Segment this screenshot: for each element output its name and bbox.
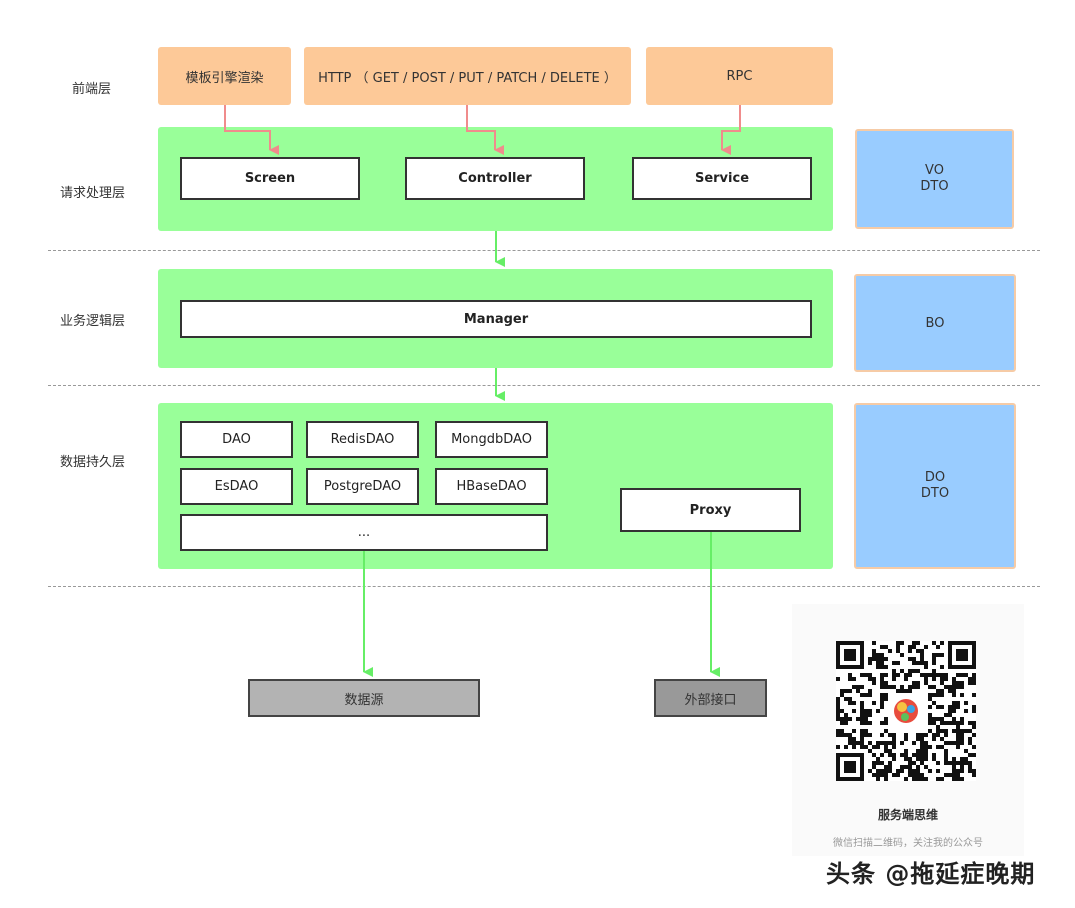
qr-title: 服务端思维 xyxy=(877,808,938,822)
more-dao-box: ... xyxy=(180,514,548,551)
do-dto-box: DO DTO xyxy=(854,403,1016,569)
hbase-dao-box: HBaseDAO xyxy=(435,468,548,505)
layer-label-business: 业务逻辑层 xyxy=(60,314,126,329)
dto-label-2: DTO xyxy=(920,486,950,501)
arrow-http-to-controller xyxy=(466,105,504,155)
divider-2 xyxy=(48,385,1040,386)
template-engine-box: 模板引擎渲染 xyxy=(158,47,291,105)
qr-subtitle: 微信扫描二维码，关注我的公众号 xyxy=(833,838,983,849)
layer-label-frontend: 前端层 xyxy=(72,82,112,97)
proxy-box: Proxy xyxy=(620,488,801,532)
layer-label-persistence: 数据持久层 xyxy=(60,455,126,470)
arrow-rpc-to-service xyxy=(721,105,741,155)
divider-1 xyxy=(48,250,1040,251)
bo-box: BO xyxy=(854,274,1016,372)
datasource-box: 数据源 xyxy=(248,679,480,717)
divider-3 xyxy=(48,586,1040,587)
qr-code-image xyxy=(836,641,976,781)
layer-label-request: 请求处理层 xyxy=(60,186,126,201)
postgre-dao-box: PostgreDAO xyxy=(306,468,419,505)
service-box: Service xyxy=(632,157,812,200)
watermark-text: 头条 @拖延症晚期 xyxy=(826,860,1036,888)
external-interface-box: 外部接口 xyxy=(654,679,767,717)
screen-box: Screen xyxy=(180,157,360,200)
arrow-template-to-screen xyxy=(224,105,279,155)
es-dao-box: EsDAO xyxy=(180,468,293,505)
mongodb-dao-box: MongdbDAO xyxy=(435,421,548,458)
dto-label: DTO xyxy=(920,179,949,194)
vo-dto-box: VO DTO xyxy=(855,129,1014,229)
dao-box: DAO xyxy=(180,421,293,458)
controller-box: Controller xyxy=(405,157,585,200)
redis-dao-box: RedisDAO xyxy=(306,421,419,458)
http-box: HTTP （ GET / POST / PUT / PATCH / DELETE… xyxy=(304,47,631,105)
vo-label: VO xyxy=(925,163,944,178)
do-label: DO xyxy=(924,470,946,485)
rpc-box: RPC xyxy=(646,47,833,105)
manager-box: Manager xyxy=(180,300,812,338)
